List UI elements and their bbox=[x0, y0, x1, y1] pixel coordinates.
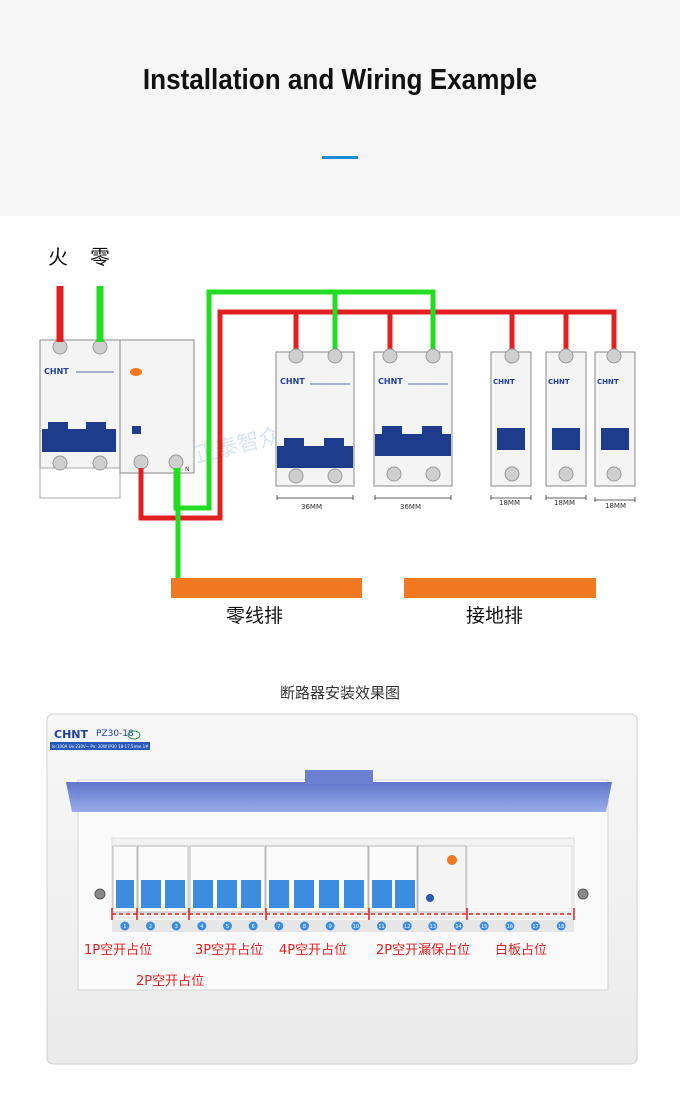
neutral-terminal-label: N bbox=[185, 466, 190, 473]
annotation-4p: 4P空开占位 bbox=[279, 943, 347, 958]
width-label: 36MM bbox=[400, 503, 421, 511]
live-label: 火 bbox=[48, 245, 68, 269]
slot-marker bbox=[171, 921, 181, 931]
box-brand: CHNT bbox=[54, 728, 88, 741]
svg-text:CHNT: CHNT bbox=[280, 377, 305, 386]
screw-icon bbox=[94, 888, 106, 900]
slot-number: 17 bbox=[532, 924, 538, 930]
slot-number: 7 bbox=[277, 924, 280, 930]
width-label: 18MM bbox=[605, 502, 626, 510]
slot-marker bbox=[248, 921, 258, 931]
width-label: 36MM bbox=[301, 503, 322, 511]
slot-marker bbox=[531, 921, 540, 931]
brand-label: CHNT bbox=[44, 367, 69, 376]
annotation-2p: 2P空开占位 bbox=[136, 974, 204, 989]
photo-caption: 断路器安装效果图 bbox=[279, 684, 400, 702]
slot-marker bbox=[377, 921, 386, 931]
branch-breaker-1p: CHNT 18MM bbox=[594, 348, 636, 510]
svg-text:CHNT: CHNT bbox=[597, 378, 619, 386]
slot-marker bbox=[556, 921, 566, 931]
ground-bar-label: 接地排 bbox=[466, 605, 523, 627]
neutral-label: 零 bbox=[90, 245, 110, 269]
slot-marker bbox=[428, 921, 438, 931]
distribution-box: CHNT PZ30-18 Ie:100A Ue:230V~ Pn: 20W IP… bbox=[46, 713, 638, 1065]
branch-breaker-2p: CHNT 36MM bbox=[275, 348, 355, 511]
width-label: 18MM bbox=[499, 499, 520, 507]
branch-breaker-1p: CHNT 18MM bbox=[545, 348, 587, 507]
annotation-3p: 3P空开占位 bbox=[195, 943, 263, 958]
slot-number: 2 bbox=[149, 924, 152, 930]
slot-number: 16 bbox=[507, 924, 513, 930]
slot-marker bbox=[402, 921, 412, 931]
live-bus-wire bbox=[138, 309, 617, 521]
slot-number: 15 bbox=[481, 924, 487, 930]
slot-marker bbox=[351, 921, 361, 931]
breaker-row bbox=[112, 845, 573, 913]
wiring-diagram: 火 零 正泰智众专卖店 CHNT N CHNT bbox=[39, 245, 636, 627]
neutral-bar bbox=[171, 578, 362, 598]
annotation-2p-rcd: 2P空开漏保占位 bbox=[376, 942, 470, 958]
slot-number: 14 bbox=[455, 924, 461, 930]
svg-text:CHNT: CHNT bbox=[493, 378, 515, 386]
slot-marker bbox=[300, 921, 309, 931]
slot-number: 8 bbox=[303, 924, 306, 930]
svg-text:CHNT: CHNT bbox=[378, 377, 403, 386]
slot-number: 11 bbox=[378, 924, 384, 930]
svg-text:CHNT: CHNT bbox=[548, 378, 570, 386]
slot-marker bbox=[505, 921, 515, 931]
slot-number: 5 bbox=[226, 924, 229, 930]
box-model: PZ30-18 bbox=[96, 729, 134, 739]
screw-icon bbox=[577, 888, 589, 900]
page-title: Installation and Wiring Example bbox=[142, 64, 538, 96]
main-rcd-breaker: CHNT N bbox=[39, 339, 195, 499]
slot-number: 13 bbox=[430, 924, 436, 930]
slot-marker bbox=[454, 921, 463, 931]
width-label: 18MM bbox=[554, 499, 575, 507]
slot-number: 18 bbox=[558, 924, 564, 930]
slot-number: 4 bbox=[200, 924, 203, 930]
neutral-bar-label: 零线排 bbox=[226, 605, 283, 627]
slot-marker bbox=[479, 921, 489, 931]
branch-breaker-1p: CHNT 18MM bbox=[490, 348, 532, 507]
slot-number: 9 bbox=[329, 924, 332, 930]
slot-number: 3 bbox=[175, 924, 178, 930]
slot-marker bbox=[197, 921, 207, 931]
slot-marker bbox=[274, 921, 284, 931]
annotation-1p: 1P空开占位 bbox=[84, 943, 152, 958]
transparent-cover bbox=[66, 782, 612, 812]
title-underline bbox=[322, 156, 358, 159]
slot-marker bbox=[223, 921, 232, 931]
slot-number: 10 bbox=[353, 924, 359, 930]
slot-number: 1 bbox=[123, 924, 126, 930]
slot-number: 6 bbox=[252, 924, 255, 930]
slot-marker bbox=[325, 921, 335, 931]
branch-breaker-2p: CHNT 36MM bbox=[373, 348, 453, 511]
header-band: Installation and Wiring Example bbox=[0, 0, 680, 216]
annotation-blank: 白板占位 bbox=[495, 942, 547, 958]
ground-bar bbox=[404, 578, 596, 598]
slot-number: 12 bbox=[404, 924, 410, 930]
slot-marker bbox=[146, 921, 155, 931]
slot-marker bbox=[120, 921, 130, 931]
spec-line: Ie:100A Ue:230V~ Pn: 20W IP30 18-17.5mm … bbox=[52, 744, 149, 749]
